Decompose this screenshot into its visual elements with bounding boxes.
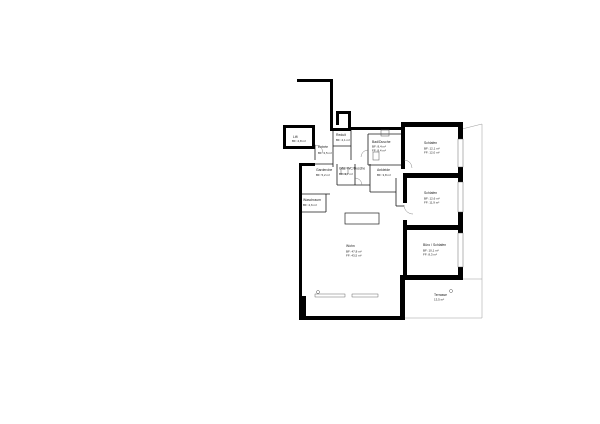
room-name-garderobe: Garderobe (316, 168, 332, 172)
room-area2-schlafen-2: FF: 11,9 m² (424, 201, 439, 205)
room-area1-schlafen-2: BF: 12,6 m² (424, 197, 440, 201)
kitchen-island (344, 212, 380, 225)
room-area1-bad: BF: 8,4 m² (372, 145, 386, 149)
room-labels: Lift BF: 2,8 m² Entrée BF: 2,5 m² Reduit… (292, 133, 447, 302)
room-area-reduit: BF: 2,1 m² (336, 138, 350, 142)
room-area1-buero: BF: 10,1 m² (423, 249, 439, 253)
room-name-reduit: Reduit (336, 133, 346, 137)
room-area2-bad: FF: 8,4 m² (372, 149, 386, 153)
room-name-schlafen-2: Schlafen (424, 191, 437, 195)
room-name-waschraum: Waschraum (303, 198, 321, 202)
room-area-garderobe: BF: 5,2 m² (316, 173, 330, 177)
room-name-terrasse: Terrasse (434, 293, 447, 297)
room-area-entree: BF: 2,5 m² (318, 151, 332, 155)
room-area2-buero: FF: 8,3 m² (423, 253, 437, 257)
interior-walls (300, 130, 404, 213)
room-area1-wohn: BF: 47,8 m² (346, 250, 362, 254)
room-area2-schlafen-1: FF: 12,0 m² (424, 151, 440, 155)
windows (314, 138, 464, 298)
room-area-waschraum: BF: 2,6 m² (303, 203, 317, 207)
room-name-entree: Entrée (318, 145, 328, 149)
room-area1-schlafen-1: BF: 12,1 m² (424, 147, 440, 151)
room-name-lift: Lift (293, 135, 298, 139)
room-area-terrasse: 13,5 m² (434, 298, 444, 302)
room-name-wohn: Wohn (346, 244, 355, 248)
room-area-ankleide: BF: 3,8 m² (377, 173, 391, 177)
door-swings (314, 144, 414, 215)
room-name-bad: Bad/Dusche (372, 140, 391, 144)
room-area-lift: BF: 2,8 m² (292, 139, 306, 143)
room-name-wc: Gäs. WC/Dusche (339, 167, 365, 171)
room-name-schlafen-1: Schlafen (424, 141, 437, 145)
room-area-wc: BF: 3,7 m² (339, 172, 353, 176)
room-name-ankleide: Ankleide (377, 168, 390, 172)
room-area2-wohn: FF: 43,5 m² (346, 254, 362, 258)
room-name-buero: Büro / Schlafen (423, 243, 446, 247)
fixtures (316, 129, 453, 294)
